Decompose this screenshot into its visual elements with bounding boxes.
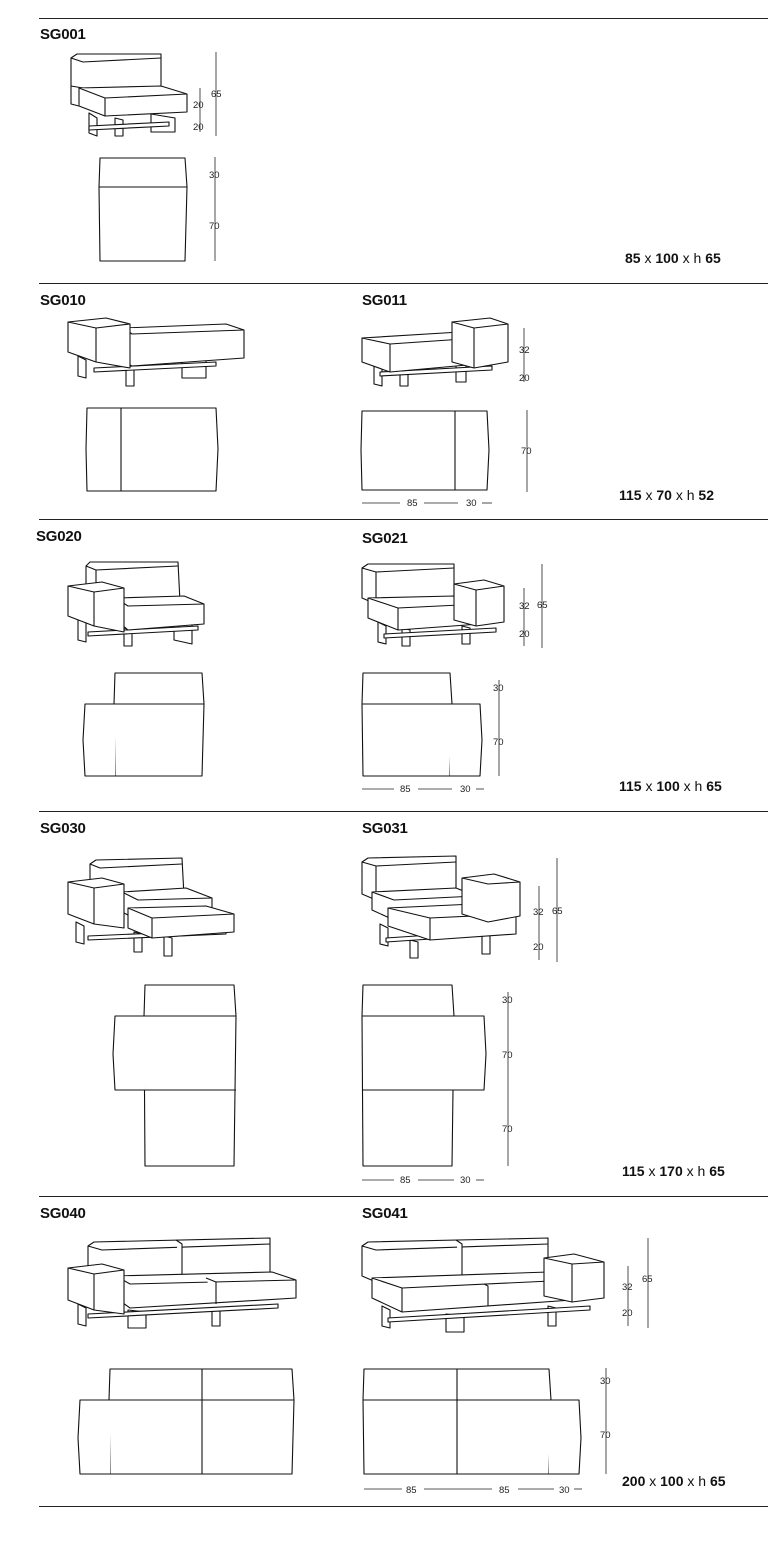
dim-label: 30 (502, 995, 513, 1006)
sg020-perspective-drawing (67, 561, 205, 647)
dim-label: 70 (521, 446, 532, 457)
dim-label: 85 (499, 1485, 510, 1496)
divider (39, 519, 768, 520)
sg041-plan-drawing (362, 1368, 582, 1475)
dim-label: 65 (642, 1274, 653, 1285)
dim-label: 32 (519, 601, 530, 612)
sg041-plan-horizontal-dimensions: 85 85 30 (364, 1485, 582, 1496)
dim-label: 32 (519, 345, 530, 356)
overall-dimensions: 115 x 170 x h 65 (622, 1163, 725, 1179)
sg010-perspective-drawing (67, 317, 245, 387)
divider (39, 18, 768, 19)
dim-label: 30 (600, 1376, 611, 1387)
sg011-height-dimensions: 32 20 (519, 328, 530, 384)
sg031-plan-vertical-dimensions: 30 70 70 (502, 992, 513, 1166)
dim-label: 85 (400, 784, 411, 795)
dim-label: 30 (209, 170, 220, 181)
sg001-perspective-drawing (70, 53, 188, 137)
sg021-plan-drawing (361, 672, 483, 777)
model-code-sg001: SG001 (40, 26, 86, 43)
dim-label: 65 (211, 89, 222, 100)
model-code-sg010: SG010 (40, 292, 86, 309)
sg001-plan-drawing (98, 157, 188, 262)
dim-label: 20 (193, 122, 204, 133)
dim-label: 85 (407, 498, 418, 509)
divider (39, 1196, 768, 1197)
sg021-height-dimensions: 65 32 20 (519, 564, 548, 648)
sg021-plan-horizontal-dimensions: 85 30 (362, 784, 484, 795)
dim-label: 30 (466, 498, 477, 509)
model-code-sg021: SG021 (362, 530, 408, 547)
dim-label: 65 (552, 906, 563, 917)
model-code-sg030: SG030 (40, 820, 86, 837)
model-code-sg041: SG041 (362, 1205, 408, 1222)
model-code-sg031: SG031 (362, 820, 408, 837)
dim-label: 70 (493, 737, 504, 748)
sg031-plan-drawing (361, 984, 487, 1167)
sg011-plan-horizontal-dimensions: 85 30 (362, 498, 492, 509)
sg030-plan-drawing (112, 984, 237, 1167)
dim-label: 30 (460, 1175, 471, 1186)
dim-label: 65 (537, 600, 548, 611)
sg010-plan-drawing (85, 407, 219, 492)
sg021-plan-vertical-dimensions: 30 70 (493, 680, 504, 776)
dim-label: 70 (502, 1050, 513, 1061)
divider (39, 811, 768, 812)
sg001-plan-dimensions: 30 70 (209, 157, 220, 261)
sg041-plan-vertical-dimensions: 30 70 (600, 1368, 611, 1474)
sg030-perspective-drawing (67, 857, 235, 957)
sg011-plan-vertical-dimension: 70 (521, 410, 532, 492)
sg011-perspective-drawing (361, 317, 509, 387)
divider (39, 1506, 768, 1507)
sg031-plan-horizontal-dimensions: 85 30 (362, 1175, 484, 1186)
dim-label: 32 (622, 1282, 633, 1293)
overall-dimensions: 115 x 100 x h 65 (619, 778, 722, 794)
sg031-height-dimensions: 65 32 20 (533, 858, 563, 962)
dim-label: 20 (519, 629, 530, 640)
sg031-perspective-drawing (361, 855, 521, 959)
dim-label: 85 (400, 1175, 411, 1186)
dim-label: 30 (460, 784, 471, 795)
overall-dimensions: 200 x 100 x h 65 (622, 1473, 726, 1489)
dim-label: 32 (533, 907, 544, 918)
dim-label: 20 (193, 100, 204, 111)
model-code-sg040: SG040 (40, 1205, 86, 1222)
dim-label: 20 (533, 942, 544, 953)
sg011-plan-drawing (360, 410, 490, 491)
dim-label: 70 (209, 221, 220, 232)
model-code-sg020: SG020 (36, 528, 82, 545)
sg020-plan-drawing (82, 672, 205, 777)
dim-label: 30 (559, 1485, 570, 1496)
dim-label: 20 (519, 373, 530, 384)
dim-label: 30 (493, 683, 504, 694)
sg001-height-dimensions: 65 20 20 (193, 52, 222, 136)
sg040-plan-drawing (77, 1368, 295, 1475)
sg041-height-dimensions: 65 32 20 (622, 1238, 653, 1328)
dim-label: 70 (502, 1124, 513, 1135)
dim-label: 70 (600, 1430, 611, 1441)
model-code-sg011: SG011 (362, 292, 407, 309)
dim-label: 85 (406, 1485, 417, 1496)
dim-label: 20 (622, 1308, 633, 1319)
overall-dimensions: 115 x 70 x h 52 (619, 487, 714, 503)
sg040-perspective-drawing (67, 1237, 297, 1329)
divider (39, 283, 768, 284)
sg021-perspective-drawing (361, 563, 505, 647)
sg041-perspective-drawing (361, 1237, 605, 1333)
overall-dimensions: 85 x 100 x h 65 (625, 250, 721, 266)
